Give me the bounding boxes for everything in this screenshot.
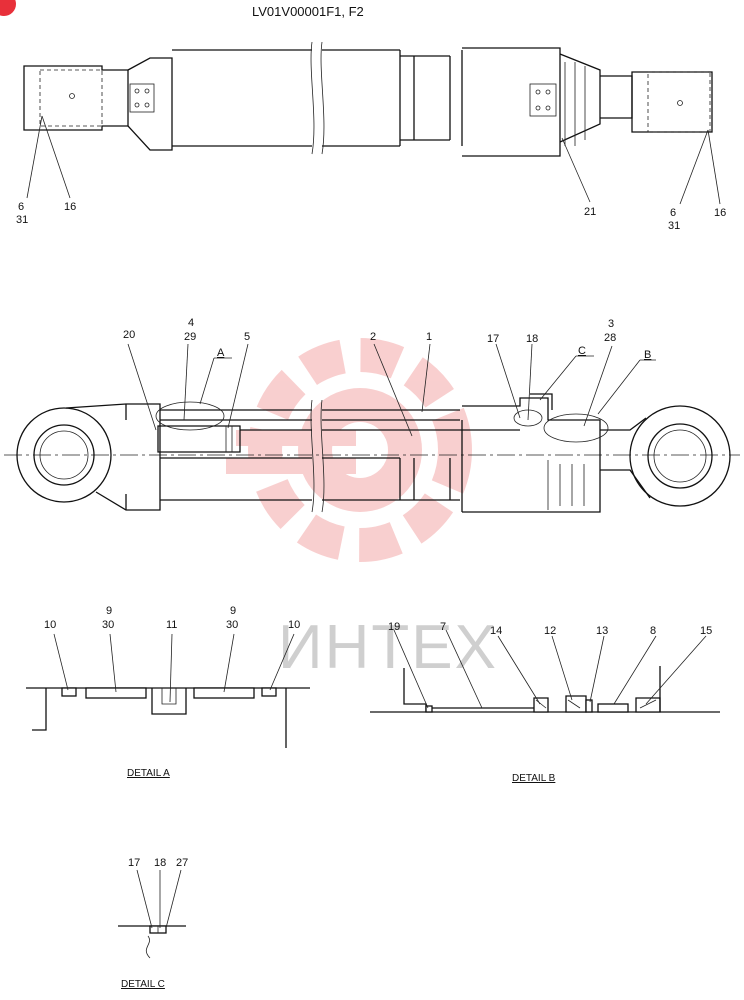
label-A: A bbox=[217, 347, 225, 359]
watermark-text: ИНТЕХ bbox=[278, 613, 498, 682]
label-29: 29 bbox=[184, 331, 196, 343]
label-4: 4 bbox=[188, 317, 194, 329]
detail-c-drawing bbox=[118, 869, 186, 959]
label-16-left: 16 bbox=[64, 201, 76, 213]
drawing-title: LV01V00001F1, F2 bbox=[252, 4, 364, 19]
watermark-logo bbox=[226, 338, 472, 562]
label-28: 28 bbox=[604, 332, 616, 344]
label-3: 3 bbox=[608, 318, 614, 330]
label-5: 5 bbox=[244, 331, 250, 343]
detail-a-drawing bbox=[26, 633, 310, 748]
label-27-c: 27 bbox=[176, 857, 188, 869]
label-6-left: 6 bbox=[18, 201, 24, 213]
detail-b-drawing bbox=[370, 629, 720, 713]
label-31-right: 31 bbox=[668, 220, 680, 232]
label-10-a: 10 bbox=[44, 619, 56, 631]
cylinder-top-view bbox=[23, 41, 713, 157]
label-8: 8 bbox=[650, 625, 656, 637]
detail-b-caption: DETAIL B bbox=[512, 773, 556, 784]
label-17: 17 bbox=[487, 333, 499, 345]
label-C: C bbox=[578, 345, 586, 357]
label-17-c: 17 bbox=[128, 857, 140, 869]
cylinder-section-view bbox=[4, 393, 740, 513]
label-16-right: 16 bbox=[714, 207, 726, 219]
detail-c-caption: DETAIL C bbox=[121, 979, 165, 990]
corner-badge bbox=[0, 0, 16, 16]
label-6-right: 6 bbox=[670, 207, 676, 219]
label-31-left: 31 bbox=[16, 214, 28, 226]
label-19: 19 bbox=[388, 621, 400, 633]
detail-a-caption: DETAIL A bbox=[127, 768, 170, 779]
label-18-c: 18 bbox=[154, 857, 166, 869]
label-1: 1 bbox=[426, 331, 432, 343]
label-7: 7 bbox=[440, 621, 446, 633]
label-B: B bbox=[644, 349, 651, 361]
label-9-a: 9 bbox=[106, 605, 112, 617]
label-13: 13 bbox=[596, 625, 608, 637]
label-21: 21 bbox=[584, 206, 596, 218]
label-30-b: 30 bbox=[226, 619, 238, 631]
label-14: 14 bbox=[490, 625, 502, 637]
label-12: 12 bbox=[544, 625, 556, 637]
top-view-leaders bbox=[26, 115, 721, 205]
label-9-b: 9 bbox=[230, 605, 236, 617]
label-18: 18 bbox=[526, 333, 538, 345]
label-11: 11 bbox=[166, 619, 177, 631]
label-10-b: 10 bbox=[288, 619, 300, 631]
label-20: 20 bbox=[123, 329, 135, 341]
section-view-leaders bbox=[127, 343, 656, 437]
label-15: 15 bbox=[700, 625, 712, 637]
label-2: 2 bbox=[370, 331, 376, 343]
label-30-a: 30 bbox=[102, 619, 114, 631]
